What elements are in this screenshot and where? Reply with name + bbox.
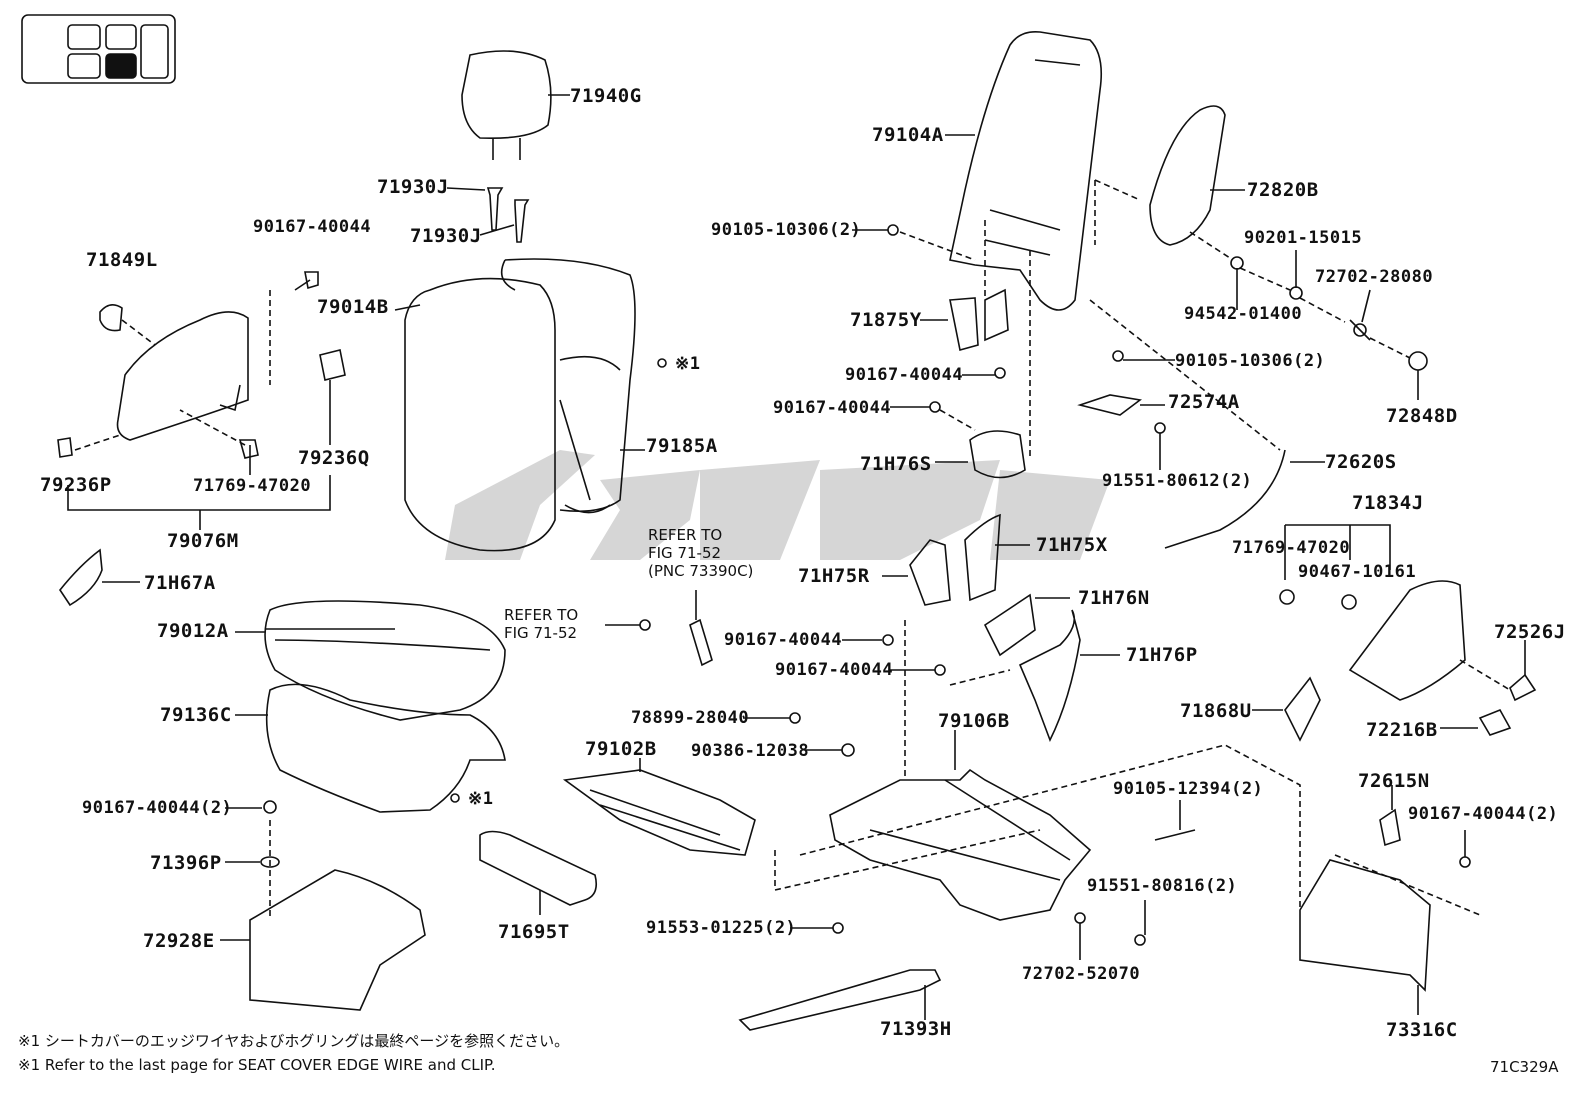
part-label-72820B: 72820B: [1247, 179, 1319, 201]
part-label-79236Q: 79236Q: [298, 447, 370, 469]
part-label-71H75X: 71H75X: [1036, 534, 1108, 556]
recliner-cover-drawing: [852, 224, 1009, 352]
part-label-90467-10161: 90467-10161: [1298, 562, 1417, 582]
cover-71H75-drawing: [882, 513, 1030, 606]
seat-cushion-drawing: [235, 600, 506, 721]
part-label-90105-12394: 90105-12394(2): [1113, 779, 1264, 799]
part-label-72620S: 72620S: [1325, 451, 1397, 473]
seat-locator-icon: [21, 14, 176, 84]
part-label-71393H: 71393H: [880, 1018, 952, 1040]
buckle-drawing: [689, 590, 713, 667]
refer-note-line: FIG 71-52: [648, 544, 722, 562]
part-label-72702-52070: 72702-52070: [1022, 964, 1141, 984]
part-label-79106B: 79106B: [938, 710, 1010, 732]
part-label-90167-40044: 90167-40044: [775, 660, 894, 680]
part-label-71H76S: 71H76S: [860, 453, 932, 475]
part-label-71H75R: 71H75R: [798, 565, 870, 587]
part-label-91553-01225: 91553-01225(2): [646, 918, 797, 938]
part-label-71930J: 71930J: [377, 176, 449, 198]
part-label-79076M: 79076M: [167, 530, 239, 552]
refer-note-line: FIG 71-52: [504, 624, 578, 642]
trim-71868U-drawing: [1252, 676, 1321, 742]
part-label-79012A: 79012A: [157, 620, 229, 642]
part-label-73316C: 73316C: [1386, 1019, 1458, 1041]
note-marker-label: ※1: [675, 354, 701, 374]
part-label-71769-47020: 71769-47020: [193, 476, 312, 496]
part-label-78899-28040: 78899-28040: [631, 708, 750, 728]
armrest-pad-drawing: [479, 830, 598, 915]
part-label-90201-15015: 90201-15015: [1244, 228, 1363, 248]
seat-frame-79106B-drawing: [774, 620, 1301, 921]
part-label-71834J: 71834J: [1352, 492, 1424, 514]
part-label-79136C: 79136C: [160, 704, 232, 726]
refer-note-pnc: REFER TO FIG 71-52 (PNC 73390C): [648, 526, 753, 580]
refer-note-line: REFER TO: [504, 606, 579, 624]
bolt-drawings: [605, 350, 1196, 960]
part-label-72615N: 72615N: [1358, 770, 1430, 792]
part-label-79236P: 79236P: [40, 474, 112, 496]
part-label-72216B: 72216B: [1366, 719, 1438, 741]
part-label-79102B: 79102B: [585, 738, 657, 760]
headrest-guide-drawing: [446, 187, 530, 243]
part-label-90167-40044: 90167-40044: [773, 398, 892, 418]
part-label-71875Y: 71875Y: [850, 309, 922, 331]
part-label-72928E: 72928E: [143, 930, 215, 952]
seat-track-drawing: [562, 758, 776, 890]
figure-code: 71C329A: [1490, 1058, 1559, 1076]
refer-note: REFER TO FIG 71-52: [504, 606, 578, 642]
side-trim-drawing: [59, 548, 140, 607]
headrest-drawing: [461, 50, 570, 160]
part-label-72702-28080: 72702-28080: [1315, 267, 1434, 287]
part-label-90167-40044: 90167-40044: [253, 217, 372, 237]
footnote-english: ※1 Refer to the last page for SEAT COVER…: [18, 1056, 496, 1074]
part-label-79014B: 79014B: [317, 296, 389, 318]
part-label-71940G: 71940G: [570, 85, 642, 107]
part-label-72574A: 72574A: [1168, 391, 1240, 413]
part-label-71H76N: 71H76N: [1078, 587, 1150, 609]
part-label-71769-47020: 71769-47020: [1232, 538, 1351, 558]
part-label-71396P: 71396P: [150, 852, 222, 874]
part-label-90167-40044-2: 90167-40044(2): [1408, 804, 1559, 824]
lower-cover-73316C-drawing: [1299, 785, 1481, 1015]
seatback-board-drawing: [57, 271, 346, 530]
part-label-90167-40044-2: 90167-40044(2): [82, 798, 233, 818]
footnote-japanese: ※1 シートカバーのエッジワイヤおよびホグリングは最終ページを参照ください。: [18, 1032, 570, 1050]
refer-note-line: (PNC 73390C): [648, 562, 754, 580]
part-label-71930J: 71930J: [410, 225, 482, 247]
part-label-72526J: 72526J: [1494, 621, 1566, 643]
part-label-71H76P: 71H76P: [1126, 644, 1198, 666]
cover-71H76S-drawing: [935, 430, 1026, 479]
seat-pad-drawing: [235, 683, 506, 813]
part-label-71695T: 71695T: [498, 921, 570, 943]
part-label-90167-40044: 90167-40044: [845, 365, 964, 385]
seat-bottom-cover-drawing: [220, 800, 426, 1011]
part-label-90386-12038: 90386-12038: [691, 741, 810, 761]
part-label-90105-10306: 90105-10306(2): [1175, 351, 1326, 371]
release-cable-drawing: [1077, 299, 1325, 549]
part-label-72848D: 72848D: [1386, 405, 1458, 427]
part-label-71868U: 71868U: [1180, 700, 1252, 722]
stay-bar-drawing: [738, 969, 942, 1031]
part-label-90167-40044: 90167-40044: [724, 630, 843, 650]
part-label-71849L: 71849L: [86, 249, 158, 271]
refer-note-line: REFER TO: [648, 526, 723, 544]
seatback-cover-drawing: [394, 258, 645, 552]
cover-71H76N-drawing: [949, 593, 1120, 742]
side-cover-71834J-drawing: [1279, 524, 1537, 736]
part-label-71H67A: 71H67A: [144, 572, 216, 594]
seatback-frame-drawing: [945, 30, 1103, 460]
armrest-drawing: [1094, 105, 1428, 400]
part-label-91551-80816: 91551-80816(2): [1087, 876, 1238, 896]
part-label-90105-10306: 90105-10306(2): [711, 220, 862, 240]
part-label-79185A: 79185A: [646, 435, 718, 457]
part-label-79104A: 79104A: [872, 124, 944, 146]
note-marker-label: ※1: [468, 789, 494, 809]
part-label-94542-01400: 94542-01400: [1184, 304, 1303, 324]
part-label-91551-80612: 91551-80612(2): [1102, 471, 1253, 491]
